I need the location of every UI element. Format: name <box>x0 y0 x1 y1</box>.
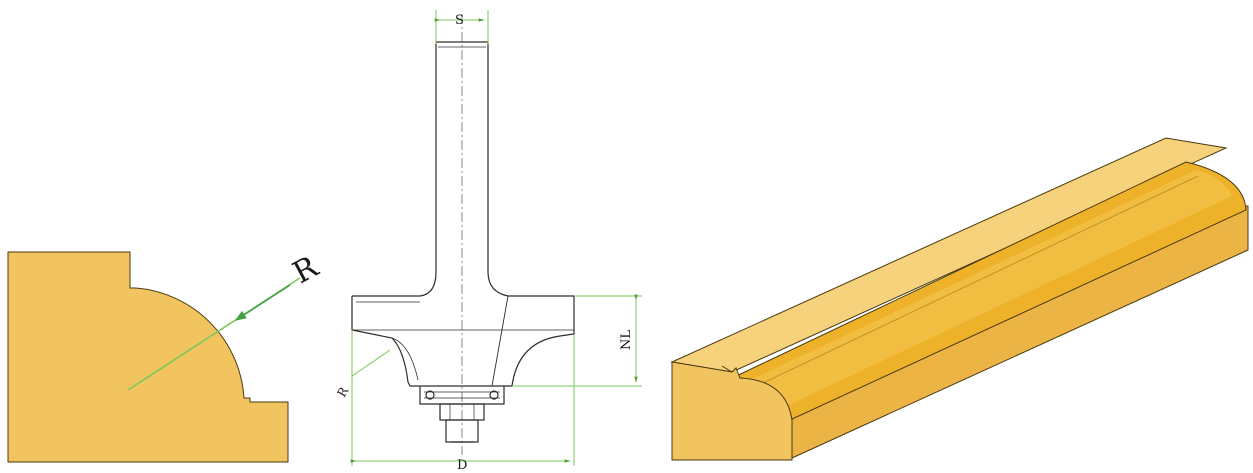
molding-3d <box>670 137 1249 461</box>
bit-bearing <box>419 386 505 443</box>
bit-cutter-body <box>351 296 575 387</box>
profile-cross-section: R <box>7 249 325 463</box>
nl-dim-label: NL <box>619 330 634 350</box>
profile-radius-arrow <box>235 284 291 321</box>
router-bit-drawing <box>351 14 575 455</box>
d-dim-label: D <box>457 458 467 469</box>
bit-dimensions <box>350 10 642 466</box>
profile-radius-label: R <box>287 249 325 291</box>
profile-shape <box>7 251 289 463</box>
cutter-radius-label: R <box>334 384 351 400</box>
shank-dim-label: S <box>455 13 464 28</box>
bit-shank <box>352 42 437 297</box>
cutter-radius-leader <box>351 349 391 377</box>
